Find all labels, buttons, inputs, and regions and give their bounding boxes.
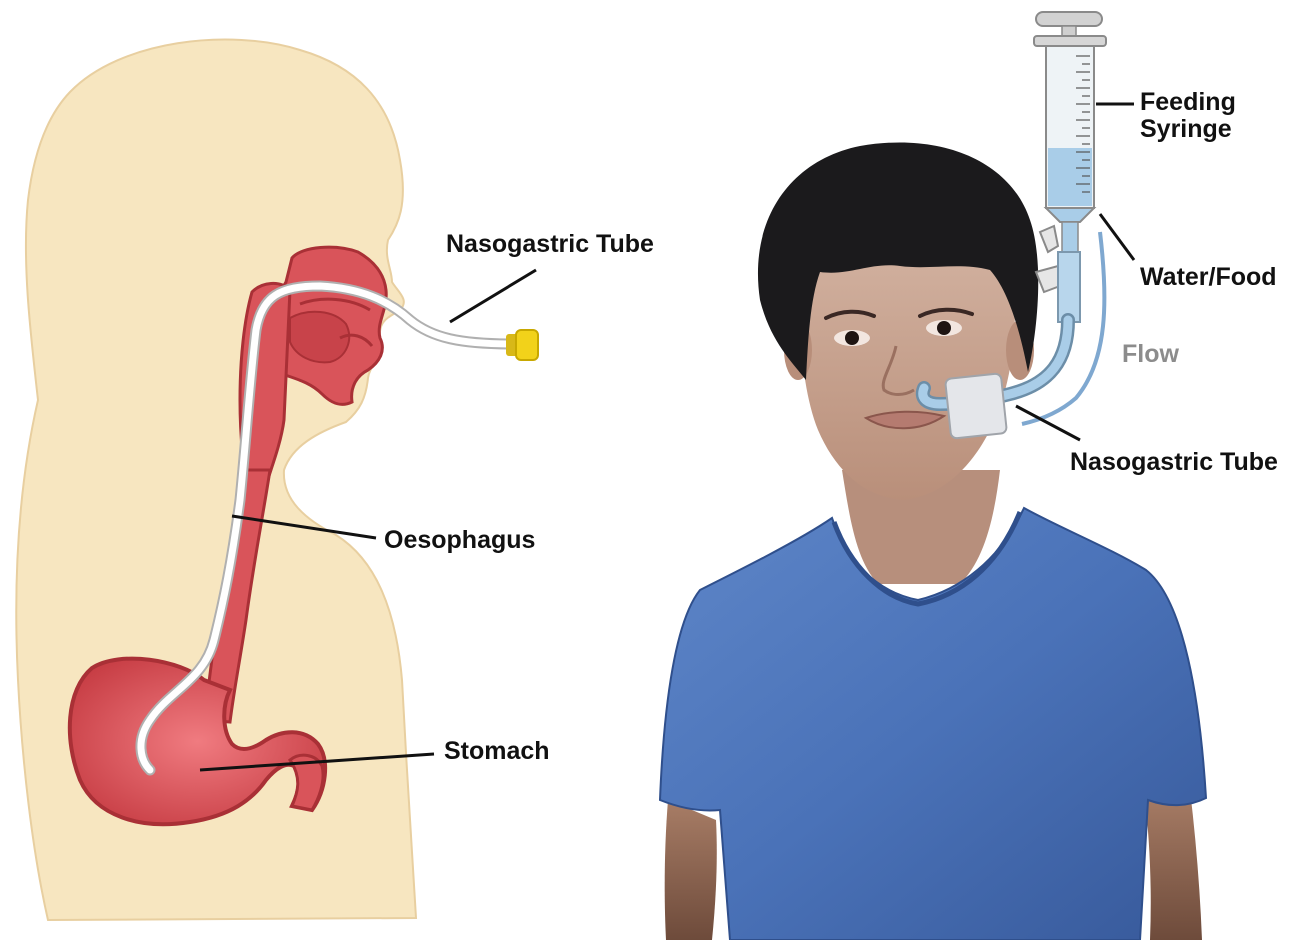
label-feeding: Feeding — [1140, 88, 1236, 116]
fixation-tape — [945, 373, 1007, 439]
syringe-fluid — [1048, 148, 1092, 206]
tube-adapter — [1058, 252, 1080, 322]
leader-nasogastric-left — [450, 270, 536, 322]
label-flow: Flow — [1122, 340, 1179, 368]
label-syringe: Syringe — [1140, 115, 1232, 143]
tube-connector — [506, 330, 538, 360]
left-arm — [665, 800, 717, 940]
right-pupil — [937, 321, 951, 335]
label-nasogastric-tube-left: Nasogastric Tube — [446, 230, 654, 258]
right-arm — [1144, 790, 1202, 940]
left-pupil — [845, 331, 859, 345]
plunger-top — [1036, 12, 1102, 26]
side-port-2 — [1036, 266, 1060, 292]
feeding-syringe — [1034, 12, 1106, 322]
syringe-tip — [1046, 208, 1094, 222]
label-nasogastric-tube-right: Nasogastric Tube — [1070, 448, 1278, 476]
syringe-flange — [1034, 36, 1106, 46]
label-water-food: Water/Food — [1140, 263, 1277, 291]
label-stomach: Stomach — [444, 737, 550, 765]
child-figure — [660, 142, 1206, 940]
leader-water-food — [1100, 214, 1134, 260]
syringe-nozzle — [1062, 222, 1078, 252]
side-port — [1040, 226, 1058, 252]
label-oesophagus: Oesophagus — [384, 526, 535, 554]
